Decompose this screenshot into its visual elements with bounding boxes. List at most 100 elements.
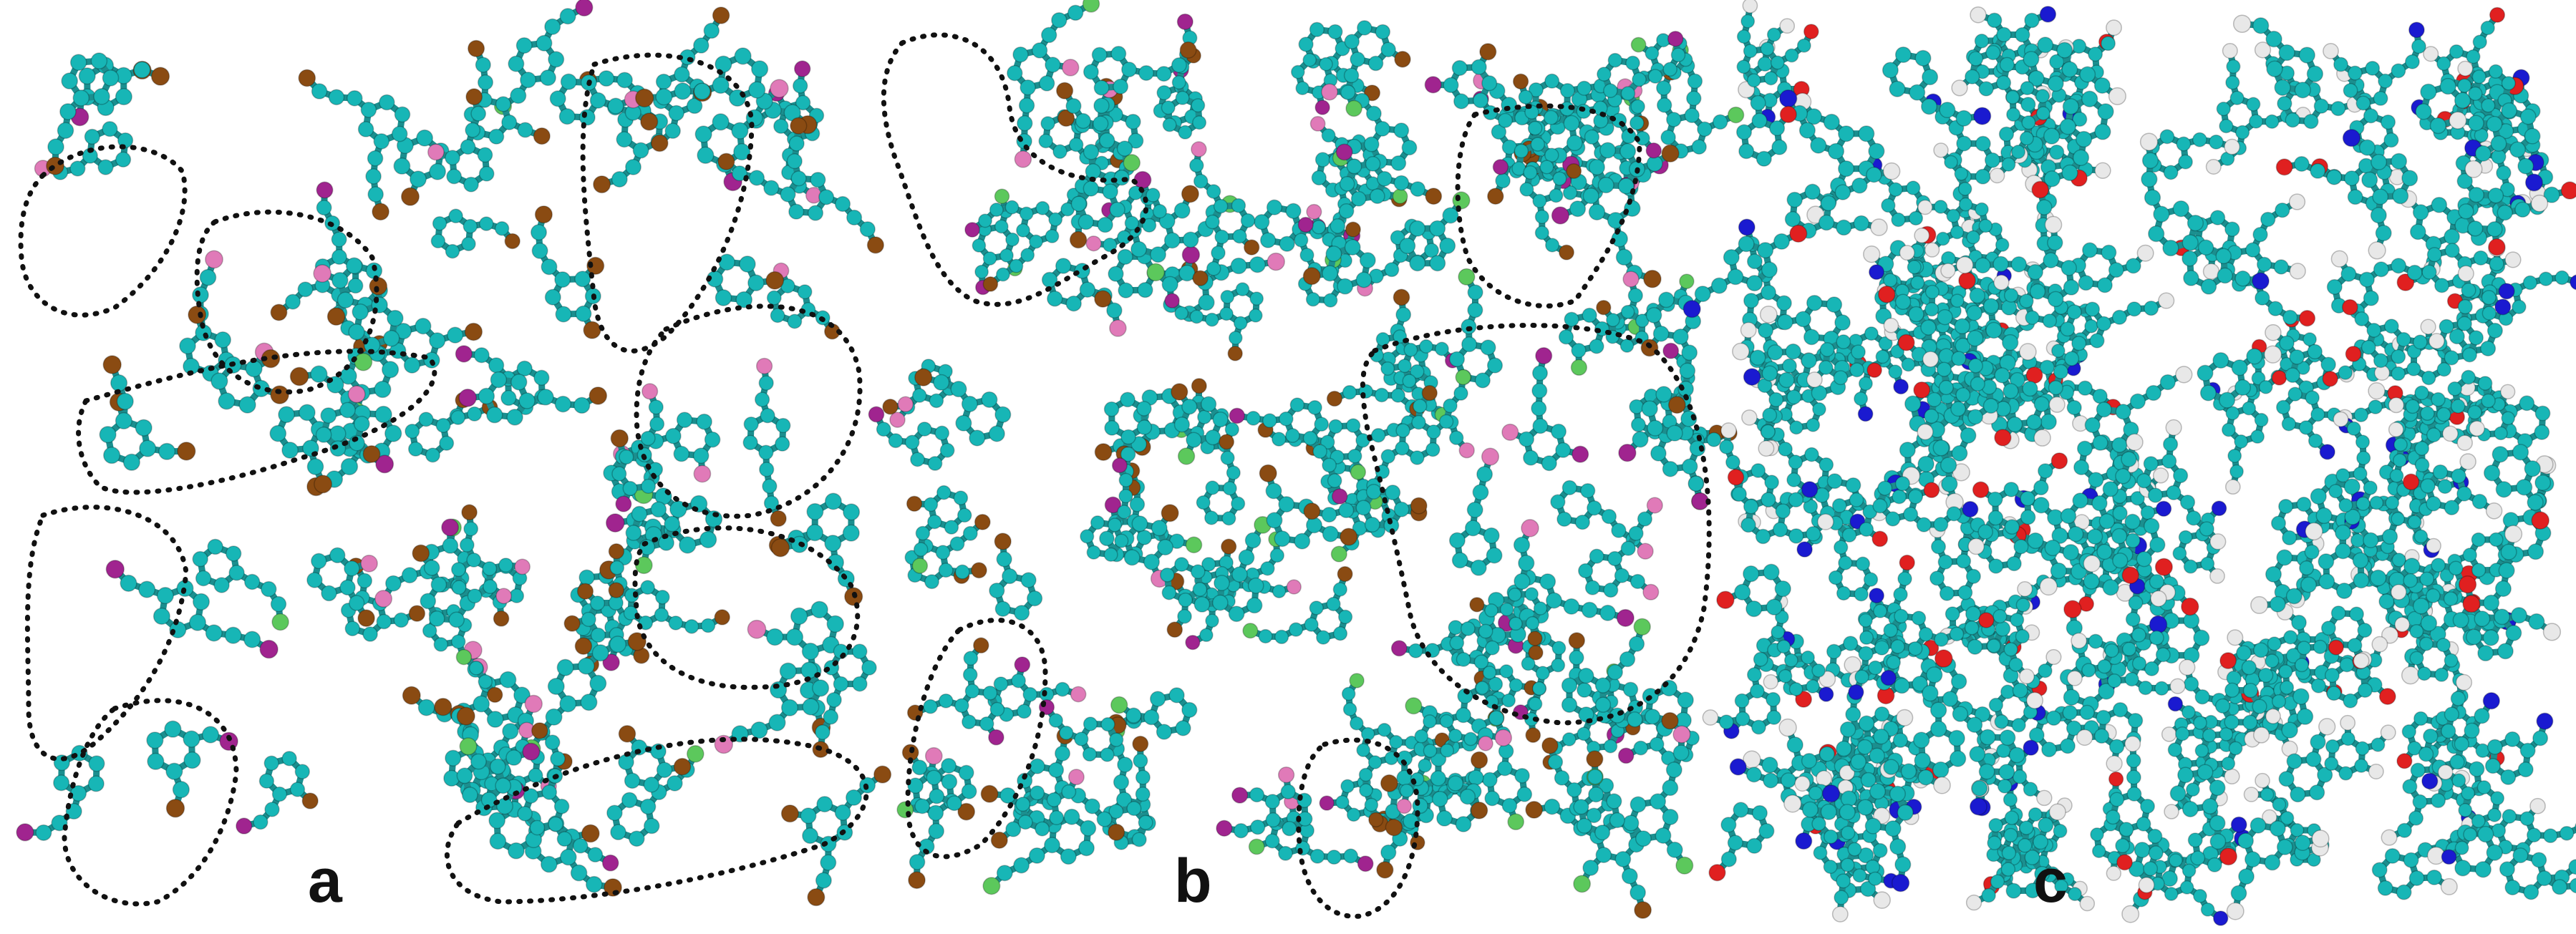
carbon-atom: [665, 427, 682, 444]
carbon-atom: [1199, 628, 1214, 643]
carbon-atom: [2527, 543, 2544, 560]
carbon-atom: [110, 374, 128, 392]
magenta-atom: [1111, 457, 1128, 474]
carbon-atom: [1607, 52, 1623, 68]
carbon-atom: [344, 621, 361, 636]
molecule: [99, 355, 196, 471]
chlorine_green-atom: [271, 613, 289, 631]
carbon-atom: [1321, 507, 1337, 523]
molecule: [618, 724, 692, 793]
carbon-atom: [1084, 798, 1100, 814]
carbon-atom: [1135, 787, 1151, 802]
carbon-atom: [1365, 156, 1381, 172]
carbon-atom: [934, 425, 950, 441]
magenta-atom: [1662, 342, 1680, 359]
carbon-atom: [1328, 419, 1343, 434]
carbon-atom: [258, 773, 275, 789]
iodine_pink-atom: [1622, 271, 1640, 288]
carbon-atom: [1163, 232, 1181, 249]
carbon-atom: [1584, 129, 1600, 145]
carbon-atom: [345, 257, 363, 274]
carbon-atom: [953, 490, 969, 505]
carbon-atom: [556, 658, 574, 676]
carbon-atom: [192, 550, 208, 568]
carbon-atom: [508, 55, 525, 72]
carbon-atom: [1086, 545, 1101, 560]
bromine-atom: [790, 117, 808, 135]
carbon-atom: [1460, 621, 1476, 636]
carbon-atom: [1192, 115, 1207, 130]
carbon-atom: [1456, 652, 1471, 667]
carbon-atom: [1471, 59, 1487, 75]
carbon-atom: [1891, 212, 1906, 228]
carbon-atom: [649, 416, 665, 432]
carbon-atom: [933, 374, 950, 391]
carbon-atom: [321, 585, 337, 602]
carbon-atom: [2172, 546, 2187, 561]
carbon-atom: [316, 200, 332, 216]
carbon-atom: [1528, 696, 1543, 711]
carbon-atom: [554, 271, 571, 288]
carbon-atom: [994, 219, 1009, 234]
carbon-atom: [1561, 696, 1578, 713]
carbon-atom: [1146, 188, 1161, 203]
carbon-atom: [467, 588, 483, 604]
carbon-atom: [1670, 47, 1686, 63]
carbon-atom: [1380, 844, 1397, 861]
carbon-atom: [1224, 422, 1239, 437]
carbon-atom: [2265, 114, 2280, 129]
carbon-atom: [1272, 584, 1287, 598]
carbon-atom: [2412, 204, 2429, 220]
carbon-atom: [1390, 388, 1405, 403]
carbon-atom: [1563, 598, 1580, 615]
carbon-atom: [1189, 157, 1204, 173]
carbon-atom: [650, 743, 667, 760]
carbon-atom: [448, 611, 465, 628]
carbon-atom: [1806, 294, 1823, 311]
bromine-atom: [1393, 288, 1410, 306]
carbon-atom: [1291, 64, 1305, 79]
carbon-atom: [331, 249, 347, 265]
molecule: [236, 751, 319, 835]
carbon-atom: [428, 610, 445, 627]
carbon-atom: [1662, 62, 1678, 77]
carbon-atom: [1220, 289, 1235, 304]
carbon-atom: [1531, 382, 1548, 399]
carbon-atom: [1040, 26, 1057, 44]
carbon-atom: [1395, 423, 1410, 438]
carbon-atom: [1658, 291, 1675, 308]
bromine-atom: [1541, 737, 1559, 754]
carbon-atom: [1619, 339, 1635, 353]
carbon-atom: [1523, 449, 1539, 466]
carbon-atom: [1120, 391, 1136, 408]
carbon-atom: [961, 783, 977, 799]
carbon-atom: [1984, 152, 2000, 168]
carbon-atom: [834, 804, 851, 821]
bromine-atom: [504, 233, 520, 250]
carbon-atom: [1776, 295, 1792, 311]
bromine-atom: [1069, 230, 1088, 249]
carbon-atom: [1117, 757, 1133, 773]
carbon-atom: [1294, 532, 1311, 550]
carbon-atom: [938, 693, 954, 709]
carbon-atom: [1156, 66, 1172, 82]
chlorine_green-atom: [1349, 673, 1365, 689]
carbon-atom: [625, 158, 641, 175]
carbon-atom: [1079, 281, 1096, 298]
carbon-atom: [1630, 99, 1645, 115]
carbon-atom: [1246, 597, 1263, 614]
carbon-atom: [1106, 302, 1123, 319]
carbon-atom: [1611, 522, 1627, 538]
carbon-atom: [1135, 769, 1151, 785]
molecule: [634, 47, 769, 108]
carbon-atom: [1587, 769, 1604, 785]
magenta-atom: [1319, 795, 1335, 811]
carbon-atom: [610, 824, 626, 841]
carbon-atom: [833, 676, 849, 692]
molecule: [430, 208, 520, 259]
carbon-atom: [102, 69, 120, 87]
magenta-atom: [1616, 608, 1635, 627]
bromine-atom: [563, 615, 581, 632]
carbon-atom: [1531, 365, 1549, 381]
carbon-atom: [859, 221, 876, 238]
